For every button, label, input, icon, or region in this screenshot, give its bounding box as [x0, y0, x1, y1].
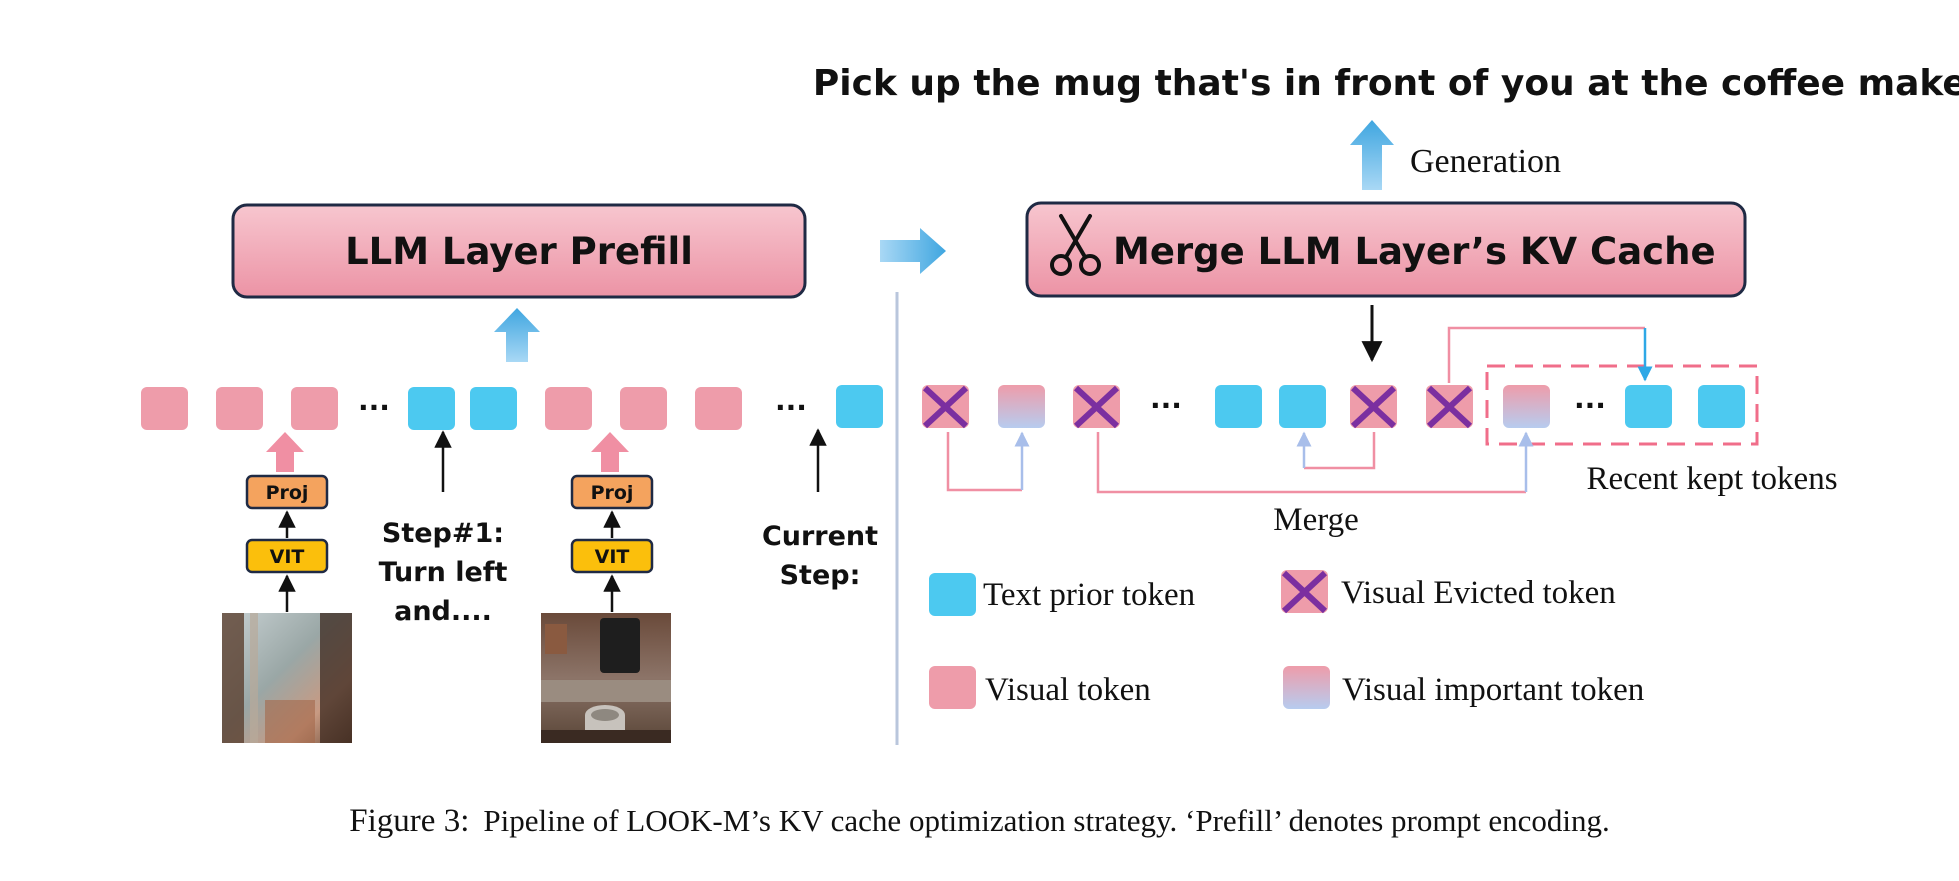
image-encoder-2: Proj VIT	[541, 474, 671, 743]
right-token-sequence: ... ...	[922, 364, 1759, 446]
figure-caption-label: Figure 3:	[349, 803, 470, 839]
prefill-box: LLM Layer Prefill	[231, 203, 807, 299]
legend-text-prior-label: Text prior token	[983, 577, 1195, 613]
legend-text-prior-swatch	[929, 573, 976, 616]
left-token-sequence: ... ...	[141, 384, 883, 430]
left-ellipsis-1: ...	[358, 384, 390, 417]
merge-box: Merge LLM Layer’s KV Cache	[1025, 201, 1747, 298]
text-token	[836, 385, 883, 428]
right-ellipsis-1: ...	[1150, 382, 1182, 415]
left-ellipsis-2: ...	[775, 384, 807, 417]
current-step-line-1: Current	[762, 521, 878, 552]
visual-evicted-token	[1426, 385, 1473, 429]
text-token	[1215, 385, 1262, 428]
visual-token	[141, 387, 188, 430]
proj-label: Proj	[266, 482, 309, 504]
generation-arrow	[1350, 120, 1394, 190]
visual-important-token	[998, 385, 1045, 428]
vit-label: VIT	[595, 546, 630, 568]
vit-block	[245, 538, 329, 574]
stage-transition-arrow	[880, 228, 946, 274]
legend-important-swatch	[1283, 666, 1330, 709]
proj-block	[570, 474, 654, 510]
merge-label: Merge	[1273, 502, 1359, 538]
recent-kept-label: Recent kept tokens	[1586, 461, 1837, 497]
legend-visual-label: Visual token	[985, 672, 1151, 708]
legend-evicted-swatch	[1281, 570, 1328, 614]
vit-block	[570, 538, 654, 574]
vit-label: VIT	[270, 546, 305, 568]
text-token	[1698, 385, 1745, 428]
instruction-title: Pick up the mug that's in front of you a…	[813, 63, 1959, 104]
visual-evicted-token	[922, 385, 969, 429]
figure-caption: Figure 3: Pipeline of LOOK-M’s KV cache o…	[0, 803, 1959, 840]
visual-token	[695, 387, 742, 430]
visual-evicted-token	[1350, 385, 1397, 429]
merge-connectors	[946, 326, 1653, 494]
visual-evicted-token	[1073, 385, 1120, 429]
image-token-arrow	[266, 432, 304, 472]
legend-evicted-label: Visual Evicted token	[1341, 575, 1616, 611]
text-token	[408, 387, 455, 430]
visual-important-token	[1503, 385, 1550, 428]
generation-label: Generation	[1410, 143, 1561, 180]
merge-box-label: Merge LLM Layer’s KV Cache	[1113, 230, 1716, 273]
visual-token	[545, 387, 592, 430]
text-token	[1625, 385, 1672, 428]
text-token	[470, 387, 517, 430]
current-step-line-2: Step:	[780, 560, 861, 591]
proj-label: Proj	[591, 482, 634, 504]
visual-token	[216, 387, 263, 430]
prefill-box-label: LLM Layer Prefill	[345, 230, 693, 273]
legend-important-label: Visual important token	[1342, 672, 1644, 708]
text-token	[1279, 385, 1326, 428]
visual-token	[291, 387, 338, 430]
legend-visual-swatch	[929, 666, 976, 709]
observation-image-1	[222, 613, 352, 743]
image-token-arrow	[591, 432, 629, 472]
step1-line-1: Step#1:	[382, 518, 504, 549]
observation-image-2	[541, 613, 671, 743]
proj-block	[245, 474, 329, 510]
legend: Text prior token Visual Evicted token Vi…	[929, 570, 1644, 709]
image-encoder-1: Proj VIT	[222, 474, 352, 743]
recent-kept-window	[1485, 364, 1759, 446]
visual-token	[620, 387, 667, 430]
scissors-icon	[1050, 214, 1101, 276]
prefill-input-arrow	[494, 308, 540, 362]
step1-line-2: Turn left	[379, 557, 508, 588]
figure-caption-text: Pipeline of LOOK-M’s KV cache optimizati…	[483, 803, 1610, 838]
right-ellipsis-2: ...	[1574, 382, 1606, 415]
step1-line-3: and....	[394, 596, 492, 627]
